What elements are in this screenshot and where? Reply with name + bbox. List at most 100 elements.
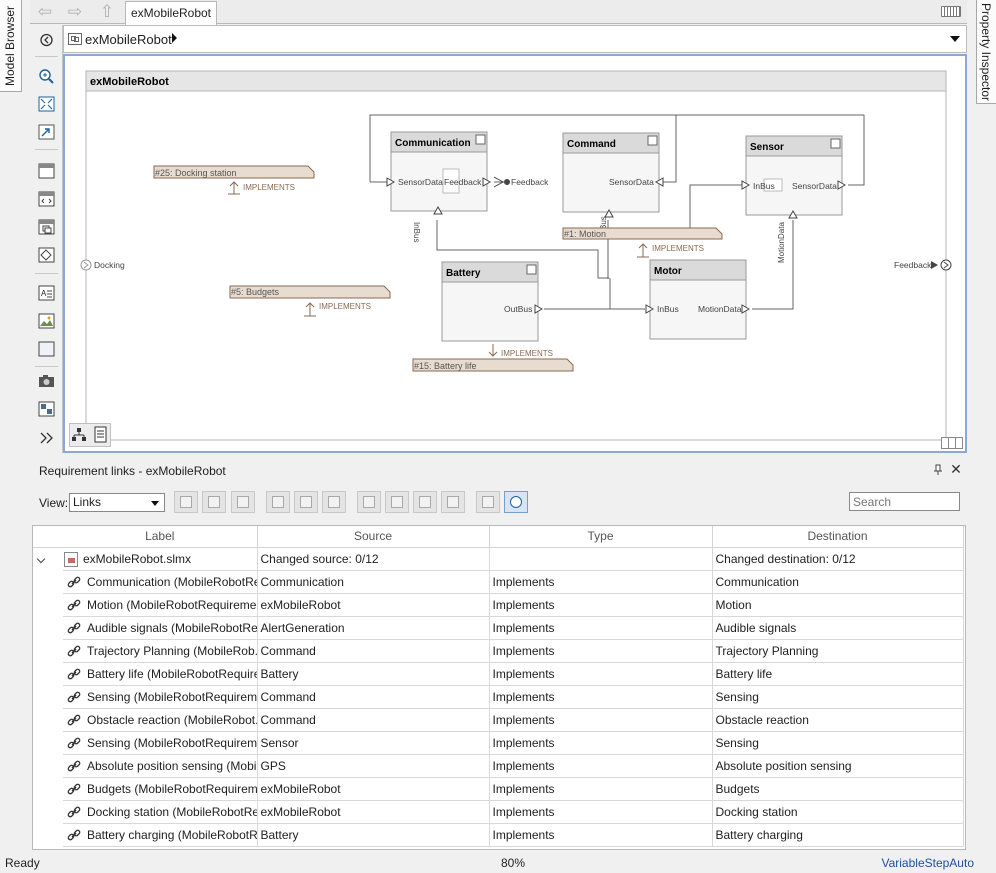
breadcrumb-arrow-icon[interactable] [172,33,177,43]
link-source: Command [257,685,490,709]
component-motor[interactable]: Motor InBus MotionData [649,259,747,340]
hierarchy-icon[interactable] [72,428,86,441]
root-port-docking[interactable]: Docking [80,259,125,271]
requirement-motion[interactable]: #1: Motion IMPLEMENTS [562,227,723,258]
chevron-down-icon[interactable] [950,36,960,42]
table-row[interactable]: Battery charging (MobileRobotR...Battery… [33,823,964,847]
link-destination: Battery charging [712,823,964,847]
link-icon [67,760,81,771]
image-icon[interactable] [38,313,55,329]
component-icon[interactable] [38,163,55,179]
panel-title: Requirement links - exMobileRobot [39,464,226,478]
column-label[interactable]: Label [63,526,258,548]
table-row[interactable]: Motion (MobileRobotRequireme...exMobileR… [33,593,964,617]
layout-toggle-icon[interactable] [941,437,963,449]
svg-text:SensorData: SensorData [398,177,443,187]
up-arrow-icon[interactable]: ⇧ [99,2,115,21]
outdent-icon[interactable] [322,491,346,513]
link-label: Sensing (MobileRobotRequirem... [87,735,257,750]
root-destination: Changed destination: 0/12 [712,547,964,571]
svg-text:InBus: InBus [753,181,775,191]
port-markers [386,177,847,314]
navigate-icon[interactable] [38,124,55,140]
diagram-canvas[interactable]: exMobileRobot Communication SensorData F… [63,54,967,453]
tab-exmobilerobot[interactable]: exMobileRobot [125,1,217,25]
table-row[interactable]: Communication (MobileRobotRe...Communica… [33,570,964,594]
table-row[interactable]: Docking station (MobileRobotRe...exMobil… [33,800,964,824]
delete-icon[interactable] [441,491,465,513]
hide-explorer-icon[interactable] [38,32,55,48]
keyboard-icon[interactable] [941,6,961,17]
column-destination[interactable]: Destination [712,526,964,548]
view-select[interactable]: Links [69,493,165,512]
table-row[interactable]: Battery life (MobileRobotRequire...Batte… [33,662,964,686]
model-data-icon[interactable] [38,401,55,417]
annotation-icon[interactable]: A [38,285,55,301]
table-row[interactable]: Trajectory Planning (MobileRob...Command… [33,639,964,663]
table-row[interactable]: Audible signals (MobileRobotRe...AlertGe… [33,616,964,640]
root-port-feedback[interactable]: Feedback [894,259,952,271]
expand-arrow-icon[interactable] [36,554,46,563]
link-icon [67,576,81,587]
notes-icon[interactable] [94,426,107,443]
link-icon [67,714,81,725]
column-type[interactable]: Type [489,526,713,548]
table-row[interactable]: Obstacle reaction (MobileRobot...Command… [33,708,964,732]
fit-to-view-icon[interactable] [38,96,55,112]
insert-icon[interactable] [266,491,290,513]
table-row[interactable]: Budgets (MobileRobotRequireme...exMobile… [33,777,964,801]
requirement-docking-station[interactable]: #25: Docking station IMPLEMENTS [153,165,315,195]
link-icon [67,737,81,748]
column-source[interactable]: Source [257,526,490,548]
pin-icon[interactable] [933,464,943,476]
solver-link[interactable]: VariableStepAuto [881,856,974,870]
link-label: Audible signals (MobileRobotRe... [87,620,257,635]
link-icon [67,829,81,840]
paste-icon[interactable] [413,491,437,513]
link-label-cell: Battery life (MobileRobotRequire... [63,662,258,686]
open-file-icon[interactable] [202,491,226,513]
requirement-battery-life[interactable]: #15: Battery life IMPLEMENTS [412,344,574,372]
link-label: Absolute position sensing (Mobil... [87,758,257,773]
component-communication[interactable]: Communication SensorData Feedback InBus [390,131,488,242]
status-text: Ready [5,856,40,870]
more-tools-icon[interactable] [38,430,55,446]
link-type: Implements [489,731,713,755]
component-command[interactable]: Command SensorData Bus [562,132,660,230]
zoom-icon[interactable] [38,68,55,84]
link-destination: Budgets [712,777,964,801]
cut-icon[interactable] [357,491,381,513]
search-input[interactable] [849,492,960,511]
component-sensor[interactable]: Sensor InBus SensorData MotionData [745,135,843,263]
variant-component-icon[interactable] [38,219,55,235]
indent-icon[interactable] [294,491,318,513]
new-link-icon[interactable] [174,491,198,513]
back-arrow-icon[interactable]: ⇦ [37,2,53,21]
link-destination: Motion [712,593,964,617]
close-icon[interactable]: ✕ [950,461,962,477]
area-icon[interactable] [38,341,55,357]
reference-component-icon[interactable] [38,191,55,207]
adapter-icon[interactable] [38,247,55,263]
copy-icon[interactable] [385,491,409,513]
save-icon[interactable] [231,491,255,513]
component-battery[interactable]: Battery OutBus [441,261,539,342]
model-browser-tab[interactable]: Model Browser [0,0,22,92]
camera-icon[interactable] [38,373,55,389]
link-icon [67,783,81,794]
property-inspector-tab[interactable]: Property Inspector [976,0,996,104]
property-inspector-label: Property Inspector [979,2,994,101]
requirement-budgets[interactable]: #5: Budgets IMPLEMENTS [229,285,391,317]
validate-icon[interactable] [476,491,500,513]
refresh-icon[interactable] [504,491,528,513]
forward-arrow-icon[interactable]: ⇨ [67,2,83,21]
svg-text:IMPLEMENTS: IMPLEMENTS [652,244,704,253]
svg-text:Sensor: Sensor [750,142,784,153]
link-icon [67,668,81,679]
table-row-root[interactable]: exMobileRobot.slmx Changed source: 0/12 … [33,547,964,571]
breadcrumb[interactable]: exMobileRobot [85,32,172,47]
link-destination: Communication [712,570,964,594]
